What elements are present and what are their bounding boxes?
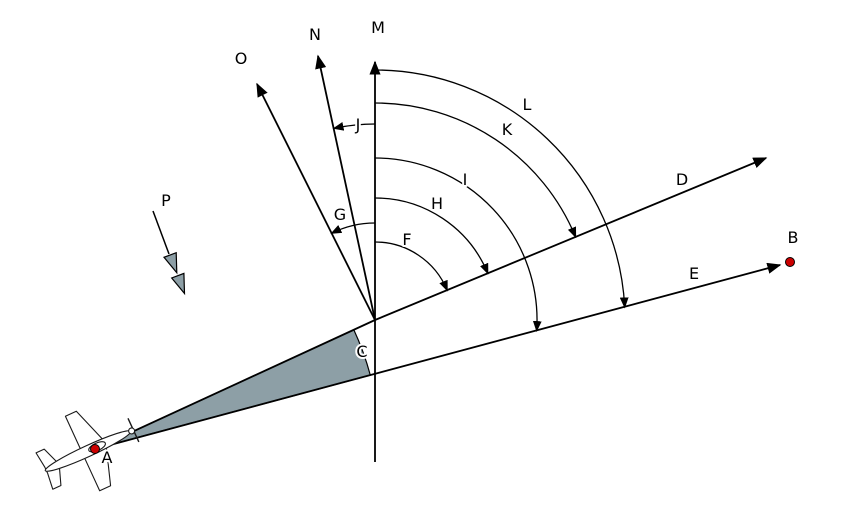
label-b: B — [788, 228, 799, 247]
point-b-marker — [785, 257, 795, 267]
aircraft-spinner — [128, 427, 136, 435]
label-h: H — [431, 194, 443, 213]
label-o: O — [235, 49, 248, 68]
label-p: P — [161, 191, 171, 210]
angle-arc-f — [374, 241, 448, 292]
angle-arc-i — [374, 157, 542, 333]
angle-arc-g — [330, 222, 376, 234]
reference-line-o — [256, 82, 376, 321]
wind-shaft — [152, 210, 170, 255]
label-l: L — [523, 95, 532, 114]
wind-arrowhead-lower — [170, 272, 186, 296]
track-line — [94, 262, 782, 450]
drift-angle-wedge — [94, 329, 372, 450]
angle-arc-l — [374, 69, 629, 309]
label-i: I — [463, 170, 468, 189]
wind-arrow-icon — [152, 210, 186, 296]
label-a: A — [102, 448, 113, 467]
label-d: D — [676, 170, 688, 189]
reference-line-n — [315, 54, 376, 321]
angle-arc-j — [332, 122, 376, 131]
label-n: N — [309, 25, 321, 44]
label-g: G — [334, 205, 346, 224]
label-j: J — [355, 115, 361, 134]
label-c: C — [356, 342, 367, 361]
aircraft-icon — [35, 410, 140, 492]
label-k: K — [502, 120, 513, 139]
label-e: E — [689, 264, 699, 283]
angle-arc-h — [374, 197, 489, 275]
label-m: M — [371, 18, 385, 37]
angle-arc-k — [374, 102, 577, 239]
label-f: F — [402, 230, 411, 249]
point-a-marker — [90, 444, 100, 454]
wind-arrowhead-upper — [163, 251, 178, 275]
